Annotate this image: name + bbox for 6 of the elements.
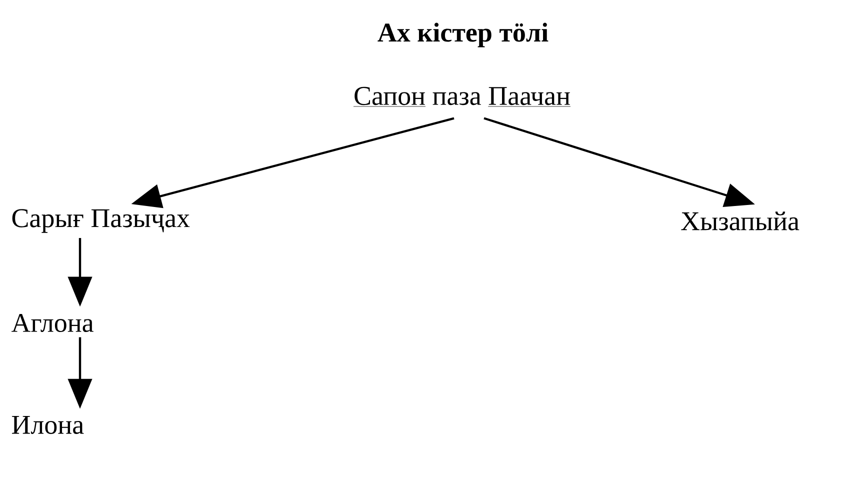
name-label: Аглона	[11, 314, 94, 332]
name-label: Илона	[12, 416, 84, 434]
name-label: Хызапыйа	[681, 212, 800, 230]
name-label: Сапон паза Паачан	[353, 86, 571, 107]
title: Ах кістер тӧлі	[378, 22, 548, 48]
name-label: Сарығ Пазыҷах	[12, 209, 190, 233]
